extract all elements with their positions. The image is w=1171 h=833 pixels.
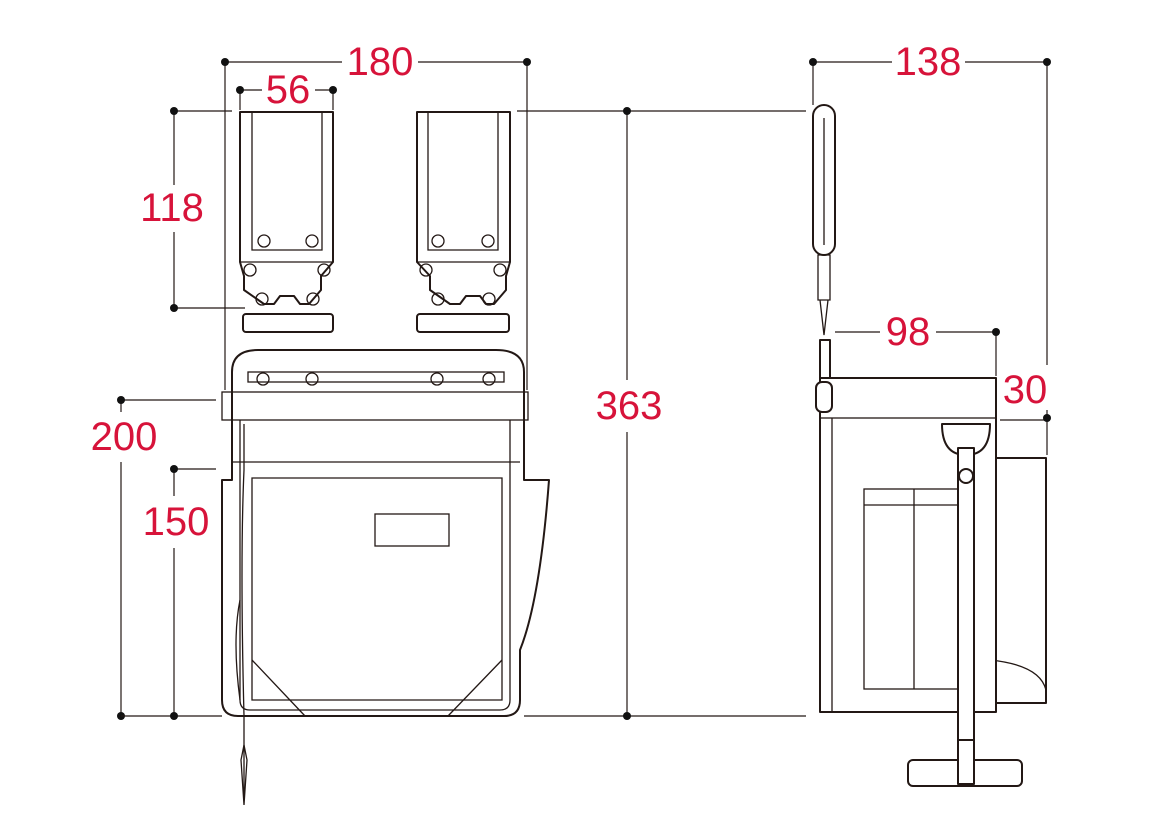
dim-overall-height: 363 [596, 384, 663, 428]
dim-body-depth: 98 [886, 310, 931, 354]
dim-loop-width: 56 [266, 68, 311, 112]
front-view-bag [221, 111, 550, 806]
label-patch [374, 513, 450, 547]
dim-overall-width: 180 [347, 40, 414, 84]
belt-loop-left [239, 111, 334, 333]
dim-top-offset: 30 [1003, 368, 1048, 412]
side-view-bag [812, 104, 1047, 787]
dim-body-height: 200 [91, 415, 158, 459]
dim-pocket-height: 150 [143, 500, 210, 544]
safety-cord [241, 424, 245, 800]
dim-overall-depth: 138 [895, 40, 962, 84]
belt-loop-right [416, 111, 511, 333]
dimension-lines [117, 58, 1051, 720]
dim-loop-height: 118 [140, 186, 204, 230]
